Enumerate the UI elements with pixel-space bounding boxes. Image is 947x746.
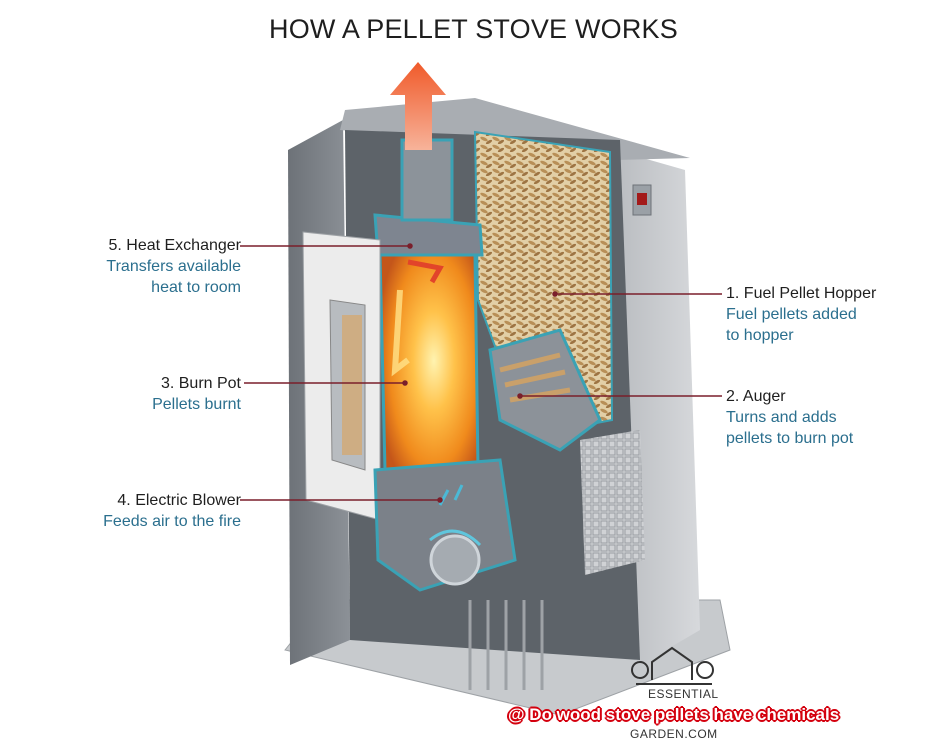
label-burn-pot: 3. Burn Pot Pellets burnt bbox=[60, 373, 241, 415]
label-fuel-pellet-hopper: 1. Fuel Pellet Hopper Fuel pellets added… bbox=[726, 283, 876, 346]
label-auger-title: 2. Auger bbox=[726, 388, 786, 405]
exhaust-arrow bbox=[390, 62, 446, 150]
label-burn-pot-desc1: Pellets burnt bbox=[152, 396, 241, 413]
label-electric-blower-title: 4. Electric Blower bbox=[117, 492, 241, 509]
house-logo-icon bbox=[631, 646, 714, 685]
caption-overlay: @ Do wood stove pellets have chemicals bbox=[508, 705, 840, 724]
auger bbox=[488, 328, 602, 452]
logo-text-top: ESSENTIAL bbox=[648, 687, 719, 701]
label-fuel-pellet-hopper-desc2: to hopper bbox=[726, 327, 794, 344]
label-fuel-pellet-hopper-desc1: Fuel pellets added bbox=[726, 306, 857, 323]
label-auger-desc1: Turns and adds bbox=[726, 409, 837, 426]
diagram-title: HOW A PELLET STOVE WORKS bbox=[269, 14, 678, 44]
label-electric-blower: 4. Electric Blower Feeds air to the fire bbox=[40, 490, 241, 532]
label-burn-pot-title: 3. Burn Pot bbox=[160, 375, 241, 392]
label-heat-exchanger-desc1: Transfers available bbox=[106, 258, 241, 275]
label-electric-blower-desc1: Feeds air to the fire bbox=[103, 513, 241, 530]
logo-text-bottom: GARDEN.COM bbox=[630, 727, 718, 741]
bottom-vents bbox=[468, 600, 544, 690]
label-auger: 2. Auger Turns and adds pellets to burn … bbox=[726, 386, 853, 449]
label-auger-desc2: pellets to burn pot bbox=[726, 430, 854, 447]
label-heat-exchanger-desc2: heat to room bbox=[151, 279, 241, 296]
label-heat-exchanger-title: 5. Heat Exchanger bbox=[108, 237, 241, 254]
blower-fan bbox=[429, 534, 481, 586]
label-fuel-pellet-hopper-title: 1. Fuel Pellet Hopper bbox=[726, 285, 877, 302]
leader-lines bbox=[240, 243, 722, 503]
label-heat-exchanger: 5. Heat Exchanger Transfers available he… bbox=[60, 235, 241, 298]
